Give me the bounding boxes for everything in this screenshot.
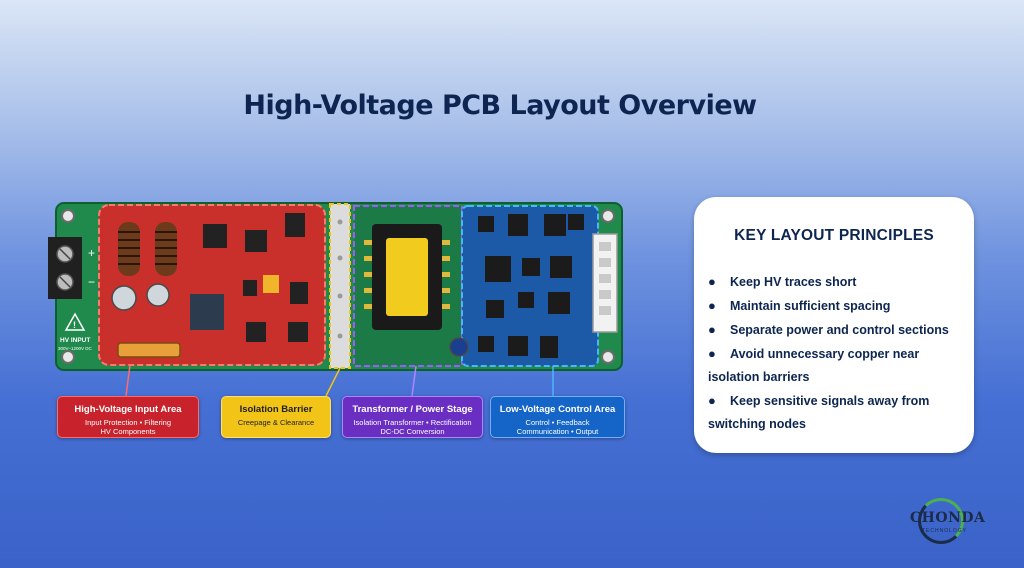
callout-hv-input-area: High-Voltage Input Area Input Protection… bbox=[57, 396, 199, 438]
hv-warning-icon bbox=[64, 312, 86, 331]
company-logo: CHONDA TECHNOLOGY bbox=[910, 496, 990, 546]
callout-heading: High-Voltage Input Area bbox=[74, 404, 182, 415]
bullet-icon: ● bbox=[708, 298, 716, 313]
mounting-holes bbox=[61, 209, 615, 364]
fuse bbox=[117, 342, 181, 358]
logo-subtitle: TECHNOLOGY bbox=[922, 528, 968, 534]
callout-heading: Low-Voltage Control Area bbox=[499, 404, 616, 415]
bullet-icon: ● bbox=[708, 346, 716, 361]
isolation-transformer bbox=[364, 224, 450, 330]
page-title: High-Voltage PCB Layout Overview bbox=[243, 90, 757, 121]
callout-detail: Communication • Output bbox=[516, 427, 599, 436]
svg-text:!: ! bbox=[73, 320, 76, 330]
callout-detail: Input Protection • Filtering bbox=[84, 418, 171, 427]
callout-detail: Creepage & Clearance bbox=[237, 418, 315, 427]
list-item: ● Keep HV traces short bbox=[708, 270, 960, 294]
principle-text: Separate power and control sections bbox=[730, 323, 949, 337]
isolation-strip bbox=[329, 203, 351, 369]
bullet-icon: ● bbox=[708, 322, 716, 337]
list-item: ●Avoid unnecessary copper near isolation… bbox=[708, 342, 960, 389]
list-item: ●Keep sensitive signals away from switch… bbox=[708, 389, 960, 436]
principle-text: Keep HV traces short bbox=[730, 275, 857, 289]
list-item: ● Separate power and control sections bbox=[708, 318, 960, 342]
hv-ics bbox=[190, 213, 308, 342]
terminal-minus-label: − bbox=[88, 275, 95, 289]
bullet-icon: ● bbox=[708, 274, 716, 289]
key-principles-panel: KEY LAYOUT PRINCIPLES ● Keep HV traces sh… bbox=[694, 197, 974, 453]
electrolytic-capacitors bbox=[111, 283, 469, 357]
callout-transformer-power-stage: Transformer / Power Stage Isolation Tran… bbox=[342, 396, 483, 438]
bullet-icon: ● bbox=[708, 393, 716, 408]
principle-text: Keep sensitive signals away from switchi… bbox=[708, 394, 930, 431]
callout-leader-lines bbox=[125, 364, 554, 397]
hv-input-label: HV INPUT bbox=[60, 337, 90, 344]
callout-isolation-barrier: Isolation Barrier Creepage & Clearance bbox=[221, 396, 331, 438]
logo-ring-icon bbox=[918, 498, 964, 544]
output-connector bbox=[592, 233, 618, 333]
callout-heading: Transformer / Power Stage bbox=[352, 404, 473, 415]
callout-lv-control-area: Low-Voltage Control Area Control • Feedb… bbox=[490, 396, 625, 438]
callout-detail: Isolation Transformer • Rectification bbox=[353, 418, 472, 427]
callout-detail: DC-DC Conversion bbox=[380, 427, 445, 436]
terminal-plus-label: + bbox=[88, 246, 95, 260]
callout-heading: Isolation Barrier bbox=[239, 404, 313, 415]
principle-text: Avoid unnecessary copper near isolation … bbox=[708, 347, 920, 384]
hv-input-range: 300V–1200V DC bbox=[58, 346, 93, 351]
list-item: ● Maintain sufficient spacing bbox=[708, 294, 960, 318]
logo-name: CHONDA bbox=[910, 510, 986, 526]
principles-heading: KEY LAYOUT PRINCIPLES bbox=[734, 227, 934, 244]
lv-ics bbox=[478, 214, 584, 358]
callout-detail: HV Components bbox=[100, 427, 156, 436]
callout-detail: Control • Feedback bbox=[525, 418, 590, 427]
principle-text: Maintain sufficient spacing bbox=[730, 299, 891, 313]
principles-list: ● Keep HV traces short ● Maintain sufficie… bbox=[708, 270, 960, 436]
input-terminal-block bbox=[48, 237, 82, 299]
inductor-coils bbox=[118, 222, 177, 276]
